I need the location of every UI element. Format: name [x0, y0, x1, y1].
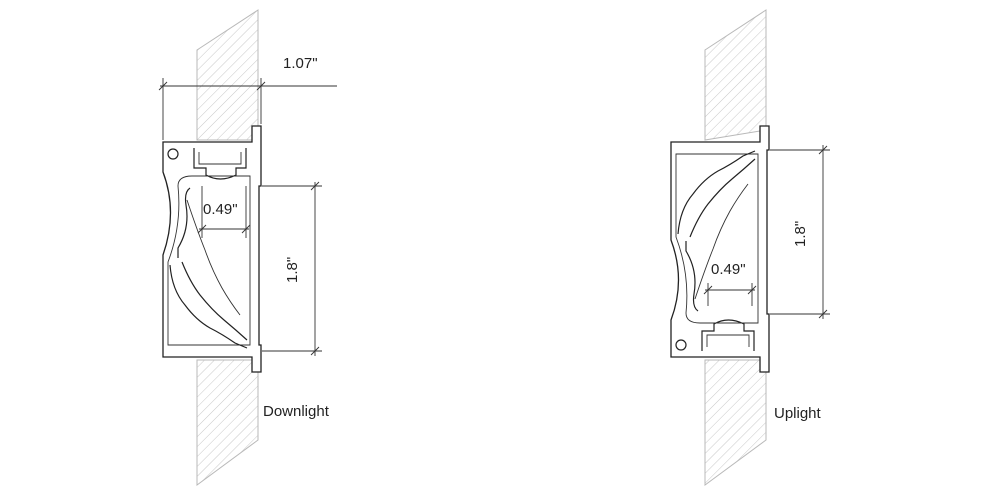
uplight-drawing: 0.49" 1.8" Uplight	[670, 9, 830, 486]
downlight-height-dimension: 1.8"	[262, 181, 322, 356]
downlight-height-label: 1.8"	[284, 257, 301, 283]
downlight-profile	[162, 125, 262, 373]
uplight-height-label: 1.8"	[792, 221, 809, 247]
downlight-width-dimension: 1.07"	[158, 55, 337, 140]
downlight-wall-bottom	[196, 359, 259, 486]
downlight-opening-label: 0.49"	[203, 201, 238, 218]
downlight-caption: Downlight	[263, 403, 330, 420]
downlight-wall-top	[196, 9, 259, 141]
uplight-height-dimension: 1.8"	[770, 145, 830, 319]
uplight-caption: Uplight	[774, 405, 822, 422]
uplight-opening-dimension: 0.49"	[703, 261, 757, 306]
downlight-drawing: 1.07" 0.49" 1.8" Downlight	[158, 9, 337, 486]
downlight-width-label: 1.07"	[283, 55, 318, 72]
uplight-wall-bottom	[704, 359, 767, 486]
uplight-opening-label: 0.49"	[711, 261, 746, 278]
uplight-wall-top	[704, 9, 767, 141]
downlight-opening-dimension: 0.49"	[197, 186, 251, 238]
uplight-profile	[670, 125, 770, 373]
